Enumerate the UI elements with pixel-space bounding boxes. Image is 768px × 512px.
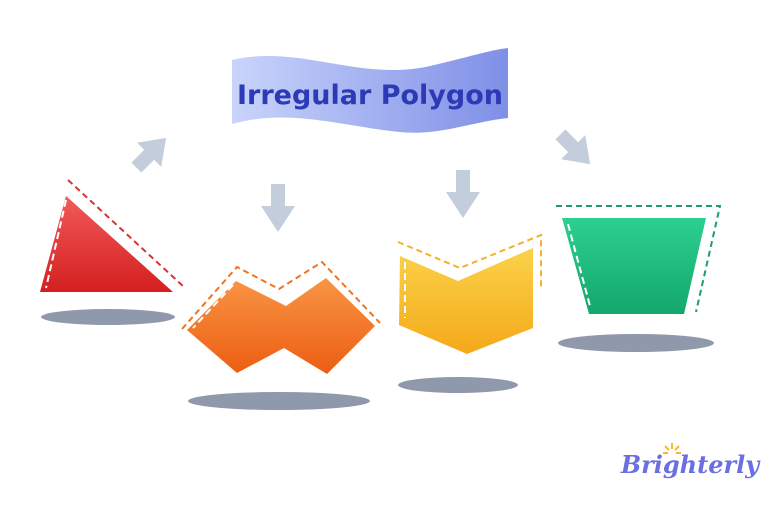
shape-trapezoid (556, 205, 722, 352)
arrow-down-icon (131, 137, 167, 173)
hexagon-shadow (188, 392, 370, 410)
title-banner: Irregular Polygon (232, 48, 508, 133)
triangle-shadow (41, 309, 175, 325)
trapezoid-polygon (562, 218, 706, 314)
shape-concave-pentagon (397, 233, 542, 393)
trapezoid-inner-dash (567, 223, 591, 307)
sun-icon (663, 443, 681, 454)
arrow-to-hexagon (261, 184, 295, 232)
arrow-down-icon (261, 184, 295, 232)
diagram-title: Irregular Polygon (237, 80, 503, 111)
triangle-dashed-edge (67, 179, 185, 288)
hexagon-inner-dash (192, 284, 234, 329)
arrow-to-trapezoid (555, 129, 591, 165)
trapezoid-shadow (558, 334, 714, 352)
hexagon-dashed-edge (181, 260, 381, 330)
triangle-inner-dash (45, 199, 67, 289)
hexagon-polygon (187, 278, 375, 374)
arrow-down-icon (446, 170, 480, 218)
shape-concave-hexagon (181, 260, 381, 410)
trapezoid-dashed-edge (556, 205, 722, 313)
pentagon-shadow (398, 377, 518, 393)
shape-triangle (40, 179, 185, 325)
arrow-down-icon (555, 129, 591, 165)
triangle-polygon (40, 196, 173, 292)
arrow-to-triangle (131, 137, 167, 173)
arrow-to-pentagon (446, 170, 480, 218)
pentagon-polygon (399, 248, 533, 354)
banner-ribbon (232, 48, 508, 133)
pentagon-dashed-edge (397, 233, 542, 290)
brand-logo: Brighterly (620, 443, 761, 479)
brand-name: Brighterly (620, 450, 761, 479)
